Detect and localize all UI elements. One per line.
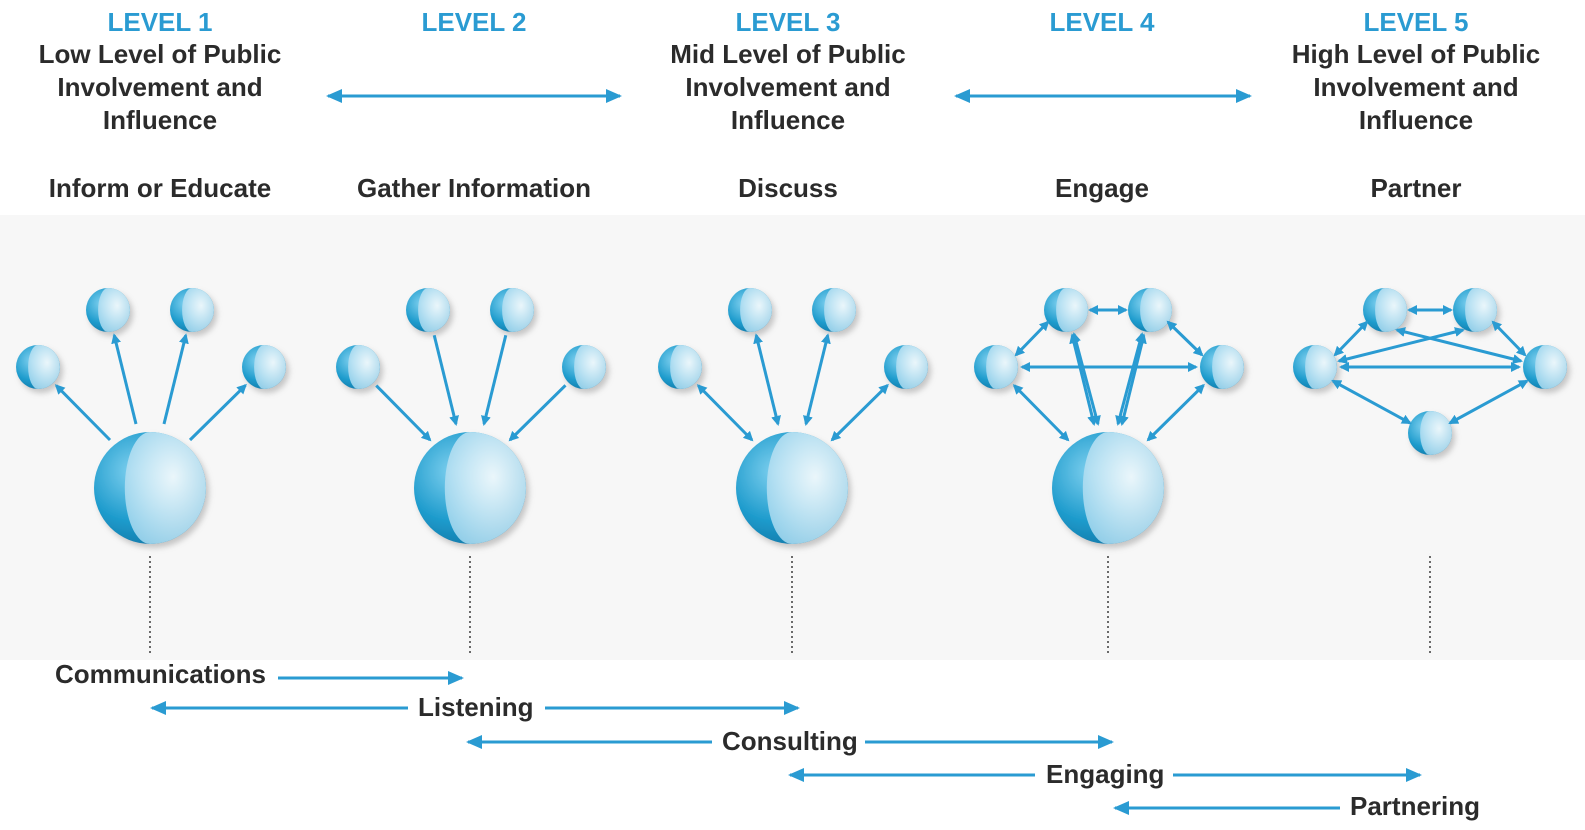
level-3-two-way-arrow	[696, 384, 754, 442]
level-4-peer-arrow	[1166, 320, 1204, 357]
level-2-label: LEVEL 2	[421, 7, 527, 37]
level-1-stakeholder-node	[242, 345, 286, 389]
level-3-subtitle-line-3: Influence	[730, 105, 846, 135]
level-2-inbound-arrow	[508, 384, 567, 442]
level-4-stakeholder-node	[1044, 288, 1088, 332]
level-3-header: LEVEL 3 Mid Level of Public Involvement …	[638, 6, 938, 137]
level-3-subtitle-line-1: Mid Level of Public	[670, 39, 906, 69]
level-2-stakeholder-node	[562, 345, 606, 389]
communications-label: Communications	[55, 659, 266, 689]
level-2-mode: Gather Information	[356, 173, 591, 203]
engaging-label: Engaging	[1046, 759, 1165, 789]
level-5-partner-node	[1523, 345, 1567, 389]
level-3-stakeholder-node	[658, 345, 702, 389]
level-3-organization-node	[736, 432, 848, 544]
listening-label: Listening	[418, 692, 534, 722]
level-4-stakeholder-node	[1200, 345, 1244, 389]
level-1-subtitle-line-1: Low Level of Public	[38, 39, 282, 69]
level-1-stakeholder-node	[170, 288, 214, 332]
level-5-label: LEVEL 5	[1363, 7, 1469, 37]
level-5-mode: Partner	[1370, 173, 1462, 203]
level-2-stakeholder-node	[406, 288, 450, 332]
level-2-organization-node	[414, 432, 526, 544]
level-3-two-way-arrow	[830, 383, 889, 442]
level-5-partner-arrow	[1331, 379, 1412, 425]
consulting-label: Consulting	[722, 726, 858, 756]
level-5-subtitle-line-1: High Level of Public	[1291, 39, 1541, 69]
level-1-subtitle-line-3: Influence	[102, 105, 218, 135]
level-4-peer-arrow	[1115, 332, 1145, 426]
level-1-outbound-arrow	[162, 333, 189, 425]
level-4-header: LEVEL 4	[952, 6, 1252, 38]
level-3-two-way-arrow	[753, 333, 781, 426]
level-5-partner-arrow	[1395, 327, 1523, 364]
level-2-inbound-arrow	[481, 334, 508, 426]
level-4-stakeholder-node	[974, 345, 1018, 389]
level-1-outbound-arrow	[111, 333, 138, 425]
level-3-stakeholder-node	[812, 288, 856, 332]
level-5-partner-node	[1363, 288, 1407, 332]
level-3-stakeholder-node	[884, 345, 928, 389]
level-5-header: LEVEL 5 High Level of Public Involvement…	[1266, 6, 1566, 137]
level-2-stakeholder-node	[490, 288, 534, 332]
level-3-label: LEVEL 3	[735, 7, 841, 37]
level-5-partner-arrow	[1448, 379, 1529, 425]
level-5-subtitle-line-3: Influence	[1358, 105, 1474, 135]
level-1-label: LEVEL 1	[107, 7, 213, 37]
level-3-mode: Discuss	[738, 173, 838, 203]
level-1-organization-node	[94, 432, 206, 544]
partnering-label: Partnering	[1350, 791, 1481, 821]
level-2-inbound-arrow	[375, 384, 432, 442]
level-1-mode: Inform or Educate	[48, 173, 272, 203]
level-4-stakeholder-node	[1128, 288, 1172, 332]
level-4-mode: Engage	[1055, 173, 1149, 203]
level-1-stakeholder-node	[86, 288, 130, 332]
level-4-two-way-arrow	[1012, 384, 1070, 442]
level-4-peer-arrow	[1014, 320, 1050, 357]
level-3-two-way-arrow	[803, 333, 831, 426]
level-5-partner-node	[1408, 411, 1452, 455]
level-1-subtitle-line-2: Involvement and	[57, 72, 263, 102]
level-5-partner-node	[1293, 345, 1337, 389]
level-2-header: LEVEL 2	[324, 6, 624, 38]
level-1-header: LEVEL 1 Low Level of Public Involvement …	[10, 6, 310, 137]
level-3-subtitle-line-2: Involvement and	[685, 72, 891, 102]
level-2-inbound-arrow	[432, 334, 459, 426]
level-4-organization-node	[1052, 432, 1164, 544]
level-5-partner-node	[1453, 288, 1497, 332]
level-4-peer-arrow	[1071, 332, 1101, 426]
level-1-outbound-arrow	[188, 383, 247, 442]
level-3-stakeholder-node	[728, 288, 772, 332]
level-2-stakeholder-node	[336, 345, 380, 389]
level-4-two-way-arrow	[1146, 383, 1205, 442]
level-5-subtitle-line-2: Involvement and	[1313, 72, 1519, 102]
level-4-label: LEVEL 4	[1049, 7, 1155, 37]
level-1-stakeholder-node	[16, 345, 60, 389]
level-1-outbound-arrow	[54, 384, 112, 442]
